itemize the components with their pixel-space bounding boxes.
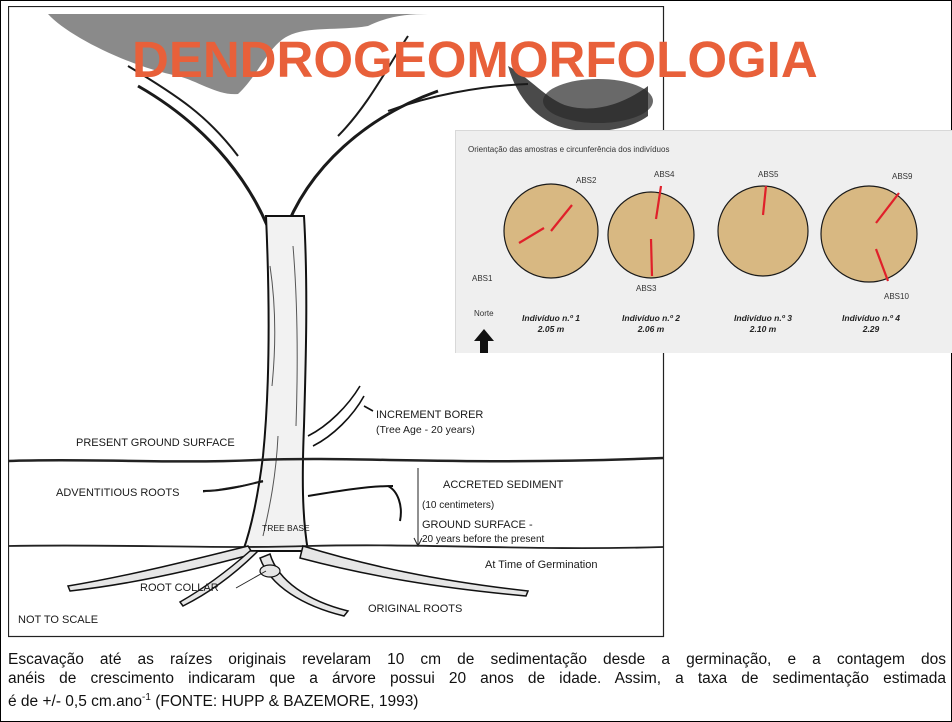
- label-root-collar: ROOT COLLAR: [140, 582, 219, 594]
- individual-1-circumference: 2.05 m: [501, 324, 601, 334]
- north-arrow-icon: [474, 329, 494, 353]
- individual-4-disk: ABS9 ABS10: [821, 172, 917, 301]
- individual-3-disk: ABS5: [718, 170, 808, 276]
- label-increment-borer: INCREMENT BORER: [376, 409, 483, 421]
- label-tree-base: TREE BASE: [262, 523, 310, 533]
- label-abs1: ABS1: [472, 274, 493, 283]
- label-abs10: ABS10: [884, 292, 909, 301]
- caption-line-2: anéis de crescimento indicaram que a árv…: [8, 669, 946, 688]
- label-abs4: ABS4: [654, 170, 675, 179]
- label-abs3: ABS3: [636, 284, 657, 293]
- caption-line-1: Escavação até as raízes originais revela…: [8, 650, 946, 669]
- label-accreted-sediment: ACCRETED SEDIMENT: [443, 479, 564, 491]
- caption-line-3-source: (FONTE: HUPP & BAZEMORE, 1993): [151, 693, 419, 710]
- individual-2-circumference: 2.06 m: [601, 324, 701, 334]
- label-abs2: ABS2: [576, 176, 597, 185]
- label-ground-surface-past: GROUND SURFACE -: [422, 519, 533, 531]
- individual-1-name: Indivíduo n.º 1: [501, 313, 601, 323]
- slide-title: DENDROGEOMORFOLOGIA: [132, 30, 818, 89]
- caption-line-3-text: é de +/- 0,5 cm.ano: [8, 693, 142, 710]
- label-abs5: ABS5: [758, 170, 779, 179]
- individual-4-name: Indivíduo n.º 4: [821, 313, 921, 323]
- label-original-roots: ORIGINAL ROOTS: [368, 603, 462, 615]
- individual-3-circumference: 2.10 m: [713, 324, 813, 334]
- label-abs9: ABS9: [892, 172, 913, 181]
- label-at-time-of-germination: At Time of Germination: [485, 559, 598, 571]
- individual-2-disk: ABS4 ABS3: [608, 170, 694, 293]
- caption-line-3-superscript: -1: [142, 692, 151, 703]
- caption-line-3: é de +/- 0,5 cm.ano-1 (FONTE: HUPP & BAZ…: [8, 688, 946, 711]
- label-tree-age: (Tree Age - 20 years): [376, 424, 475, 436]
- label-ground-surface-past-2: 20 years before the present: [422, 534, 545, 545]
- north-label: Norte: [474, 309, 494, 318]
- individual-2-name: Indivíduo n.º 2: [601, 313, 701, 323]
- label-adventitious-roots: ADVENTITIOUS ROOTS: [56, 487, 179, 499]
- label-present-ground-surface: PRESENT GROUND SURFACE: [76, 437, 235, 449]
- label-sediment-depth: (10 centimeters): [422, 500, 494, 511]
- individual-1-disk: ABS2 ABS1: [472, 176, 598, 283]
- label-not-to-scale: NOT TO SCALE: [18, 614, 98, 626]
- individual-3-name: Indivíduo n.º 3: [713, 313, 813, 323]
- sample-orientation-inset: Orientação das amostras e circunferência…: [455, 130, 952, 353]
- sample-line-abs3: [651, 239, 652, 276]
- slide-caption: Escavação até as raízes originais revela…: [8, 650, 946, 711]
- individual-4-circumference: 2.29: [821, 324, 921, 334]
